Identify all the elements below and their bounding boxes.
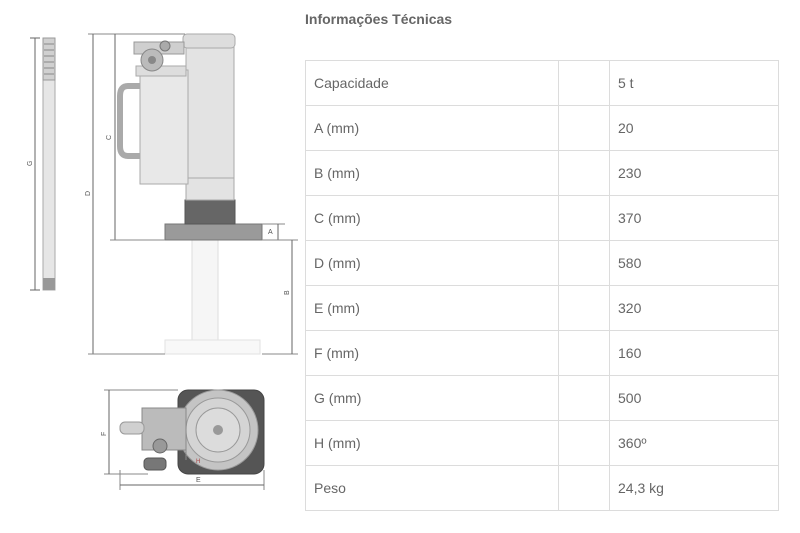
label-c: C	[106, 135, 113, 140]
dimension-b: B	[262, 239, 298, 355]
technical-drawing: G C D A	[27, 33, 298, 490]
dimension-a: A	[262, 223, 285, 241]
spec-spacer	[558, 420, 610, 466]
table-row: A (mm) 20	[305, 105, 779, 151]
spec-value: 500	[609, 375, 779, 421]
label-h: H	[196, 459, 200, 465]
table-row: G (mm) 500	[305, 375, 779, 421]
jack-side-view	[117, 33, 263, 355]
dimension-g: G	[27, 37, 40, 291]
table-row: Peso 24,3 kg	[305, 465, 779, 511]
specs-table: Capacidade 5 t A (mm) 20 B (mm) 230 C (mm) 3…	[305, 60, 779, 511]
spec-value: 320	[609, 285, 779, 331]
dimension-c: C	[106, 33, 185, 241]
spec-label: G (mm)	[305, 375, 559, 421]
dimension-f: F	[101, 389, 178, 475]
spec-value: 5 t	[609, 60, 779, 106]
jack-top-view: H	[119, 389, 265, 475]
spec-label: A (mm)	[305, 105, 559, 151]
dimension-d: D	[85, 33, 165, 355]
spec-label: C (mm)	[305, 195, 559, 241]
table-row: F (mm) 160	[305, 330, 779, 376]
spec-spacer	[558, 465, 610, 511]
spec-label: E (mm)	[305, 285, 559, 331]
spec-spacer	[558, 375, 610, 421]
spec-spacer	[558, 105, 610, 151]
handle-bar	[42, 37, 56, 291]
table-row: H (mm) 360º	[305, 420, 779, 466]
table-row: B (mm) 230	[305, 150, 779, 196]
spec-value: 370	[609, 195, 779, 241]
spec-spacer	[558, 150, 610, 196]
spec-value: 20	[609, 105, 779, 151]
spec-label: Capacidade	[305, 60, 559, 106]
spec-spacer	[558, 240, 610, 286]
spec-label: D (mm)	[305, 240, 559, 286]
specs-table-body: Capacidade 5 t A (mm) 20 B (mm) 230 C (mm) 3…	[305, 60, 779, 511]
spec-spacer	[558, 330, 610, 376]
spec-value: 24,3 kg	[609, 465, 779, 511]
spec-value: 230	[609, 150, 779, 196]
spec-label: H (mm)	[305, 420, 559, 466]
table-row: C (mm) 370	[305, 195, 779, 241]
table-row: Capacidade 5 t	[305, 60, 779, 106]
spec-label: Peso	[305, 465, 559, 511]
label-b: B	[284, 290, 291, 295]
label-g: G	[27, 161, 34, 166]
label-a: A	[268, 229, 273, 236]
section-title: Informações Técnicas	[305, 11, 453, 27]
dimension-e: E	[119, 470, 265, 490]
table-row: E (mm) 320	[305, 285, 779, 331]
spec-value: 360º	[609, 420, 779, 466]
label-e: E	[196, 477, 201, 484]
spec-spacer	[558, 285, 610, 331]
spec-label: B (mm)	[305, 150, 559, 196]
label-f: F	[101, 432, 108, 436]
label-d: D	[85, 191, 92, 196]
spec-value: 580	[609, 240, 779, 286]
spec-spacer	[558, 195, 610, 241]
table-row: D (mm) 580	[305, 240, 779, 286]
spec-spacer	[558, 60, 610, 106]
spec-label: F (mm)	[305, 330, 559, 376]
spec-value: 160	[609, 330, 779, 376]
